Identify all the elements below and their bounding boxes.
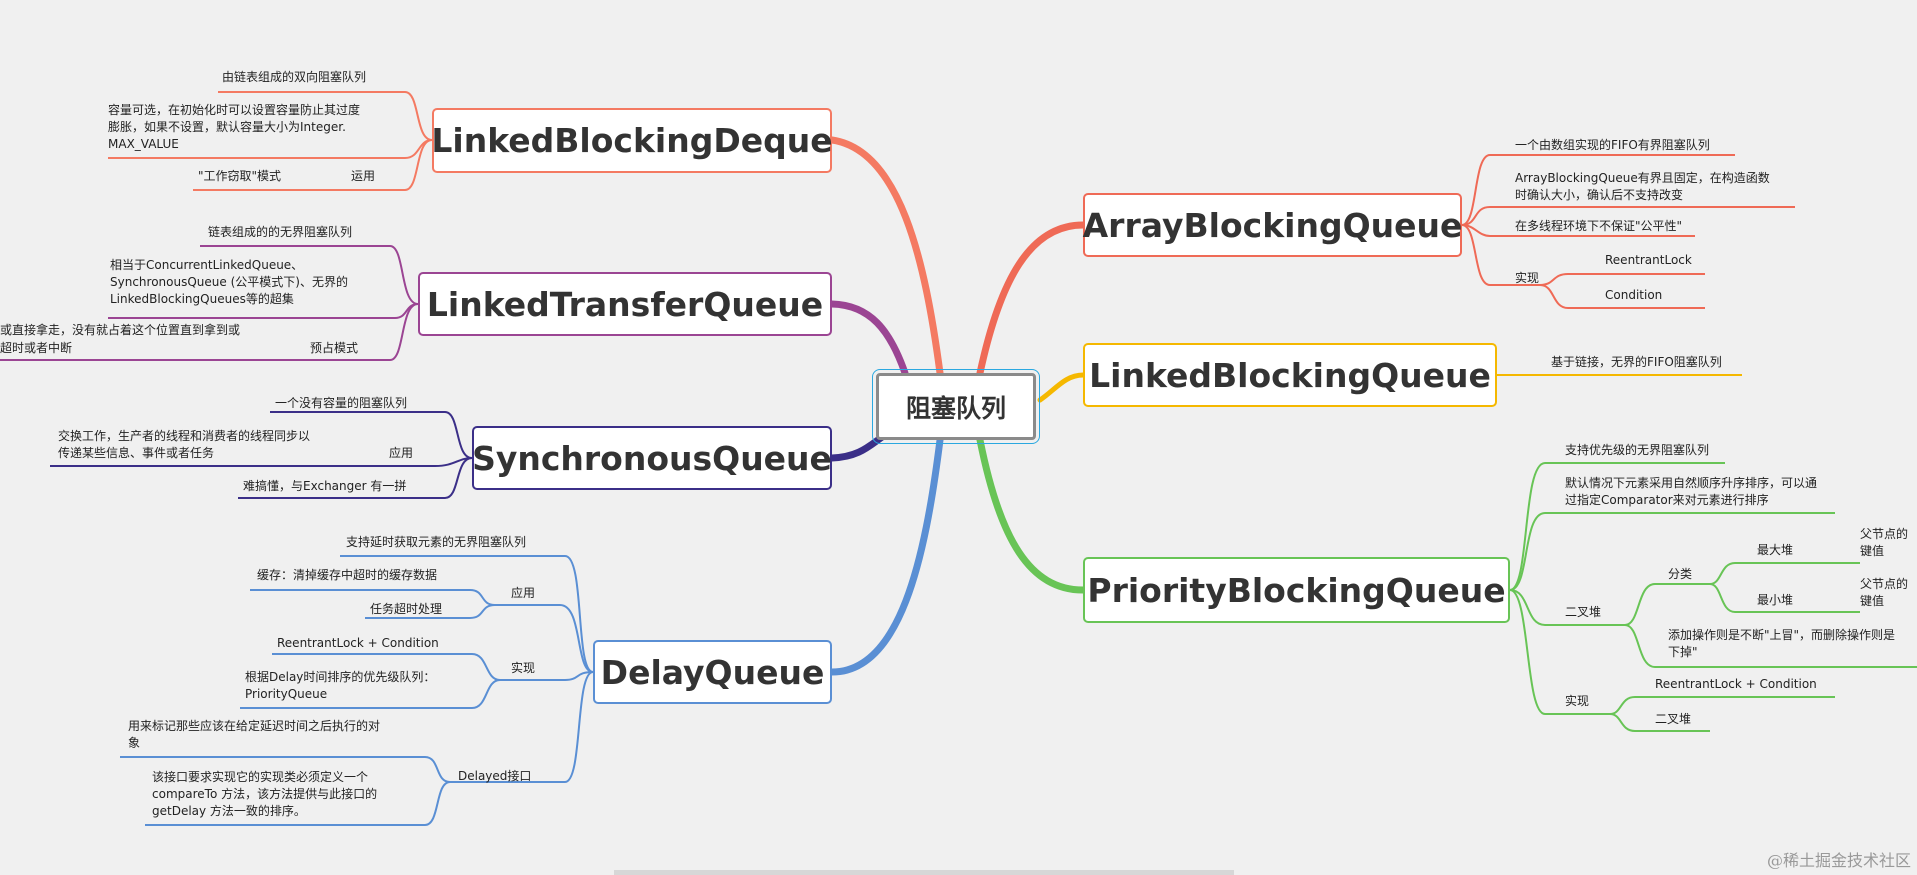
leaf-text: 最小堆 [1757,593,1794,607]
leaf-text: ReentrantLock [1605,253,1692,267]
link-lbq [1037,372,1086,403]
leaf-text: 或直接拿走，没有就占着这个位置直到拿到或 [0,323,241,337]
leaf-text: 实现 [1515,271,1540,285]
leaf-text: PriorityQueue [245,687,328,701]
leaf-text: 父节点的 [1860,527,1909,541]
leaf-text: 基于链接，无界的FIFO阻塞队列 [1551,355,1722,369]
center-topic[interactable]: 阻塞队列 [872,369,1040,444]
leaf-text: getDelay 方法一致的排序。 [152,804,306,818]
node-linkedtransferqueue[interactable]: LinkedTransferQueue [418,272,832,336]
leaf-text: "工作窃取"模式 [198,169,282,183]
leaf-text: Delayed接口 [458,769,532,783]
leaf-text: compareTo 方法，该方法提供与此接口的 [152,787,378,801]
leaf-text: 二叉堆 [1655,712,1692,726]
link-dq [828,436,944,676]
leaf-text: 支持延时获取元素的无界阻塞队列 [346,535,527,549]
leaf-text: 下掉" [1668,645,1698,659]
leaf-text: ReentrantLock + Condition [277,636,439,650]
node-synchronousqueue[interactable]: SynchronousQueue [472,426,832,490]
leaf-text: 父节点的 [1860,577,1909,591]
leaf-text: 该接口要求实现它的实现类必须定义一个 [152,770,369,784]
leaf-text: 象 [128,736,141,750]
watermark: @稀土掘金技术社区 [1766,851,1911,870]
leaf-text: 根据Delay时间排序的优先级队列： [245,670,436,684]
leaf-text: 最大堆 [1757,543,1794,557]
leaf-text: 超时或者中断 [0,341,73,355]
leaf-text: MAX_VALUE [108,137,179,151]
link-lbd [828,136,944,377]
leaf-text: 应用 [511,586,536,600]
leaf-text: 预占模式 [310,341,359,355]
leaf-text: 容量可选，在初始化时可以设置容量防止其过度 [108,103,361,117]
leaf-text: 默认情况下元素采用自然顺序升序排序，可以通 [1565,476,1818,490]
leaf-text: 一个由数组实现的FIFO有界阻塞队列 [1515,138,1710,152]
leaf-text: ReentrantLock + Condition [1655,677,1817,691]
leaf-text: 应用 [389,446,414,460]
leaf-text: SynchronousQueue (公平模式下)、无界的 [110,275,348,289]
leaf-text: 实现 [1565,694,1590,708]
leaf-text: 键值 [1860,544,1885,558]
leaf-text: Condition [1605,288,1663,302]
leaf-text: 运用 [351,169,376,183]
node-linkedblockingqueue[interactable]: LinkedBlockingQueue [1083,343,1497,407]
leaf-text: ArrayBlockingQueue有界且固定，在构造函数 [1515,171,1770,185]
leaf-text: 由链表组成的双向阻塞队列 [222,70,367,84]
leaf-text: LinkedBlockingQueues等的超集 [110,292,294,306]
link-abq [976,221,1087,377]
node-priorityblockingqueue[interactable]: PriorityBlockingQueue [1083,557,1510,623]
leaf-text: 实现 [511,661,536,675]
leaf-text: 用来标记那些应该在给定延迟时间之后执行的对 [128,719,381,733]
leaf-text: 链表组成的的无界阻塞队列 [208,225,353,239]
leaf-text: 交换工作，生产者的线程和消费者的线程同步以 [58,429,311,443]
leaf-text: 在多线程环境下不保证"公平性" [1515,219,1683,233]
leaf-text: 相当于ConcurrentLinkedQueue、 [110,258,304,272]
leaf-text: 二叉堆 [1565,605,1602,619]
leaf-text: 膨胀，如果不设置，默认容量大小为Integer. [108,120,346,134]
leaf-text: 缓存：清掉缓存中超时的缓存数据 [257,568,438,582]
horizontal-scrollbar[interactable] [614,870,1234,875]
node-arrayblockingqueue[interactable]: ArrayBlockingQueue [1083,193,1462,257]
leaf-text: 键值 [1860,594,1885,608]
leaf-text: 传递某些信息、事件或者任务 [58,446,215,460]
leaf-text: 添加操作则是不断"上冒"，而删除操作则是 [1668,628,1896,642]
node-linkedblockingdeque[interactable]: LinkedBlockingDeque [431,108,833,173]
link-ltq [828,300,909,377]
link-pbq [976,436,1087,594]
leaf-text: 任务超时处理 [370,602,443,616]
leaf-text: 过指定Comparator来对元素进行排序 [1565,493,1769,507]
leaf-text: 一个没有容量的阻塞队列 [275,396,408,410]
leaf-text: 时确认大小，确认后不支持改变 [1515,188,1684,202]
leaf-text: 支持优先级的无界阻塞队列 [1565,443,1710,457]
node-delayqueue[interactable]: DelayQueue [593,640,832,704]
leaf-text: 难搞懂，与Exchanger 有一拼 [243,479,407,493]
leaf-text: 分类 [1668,567,1693,581]
